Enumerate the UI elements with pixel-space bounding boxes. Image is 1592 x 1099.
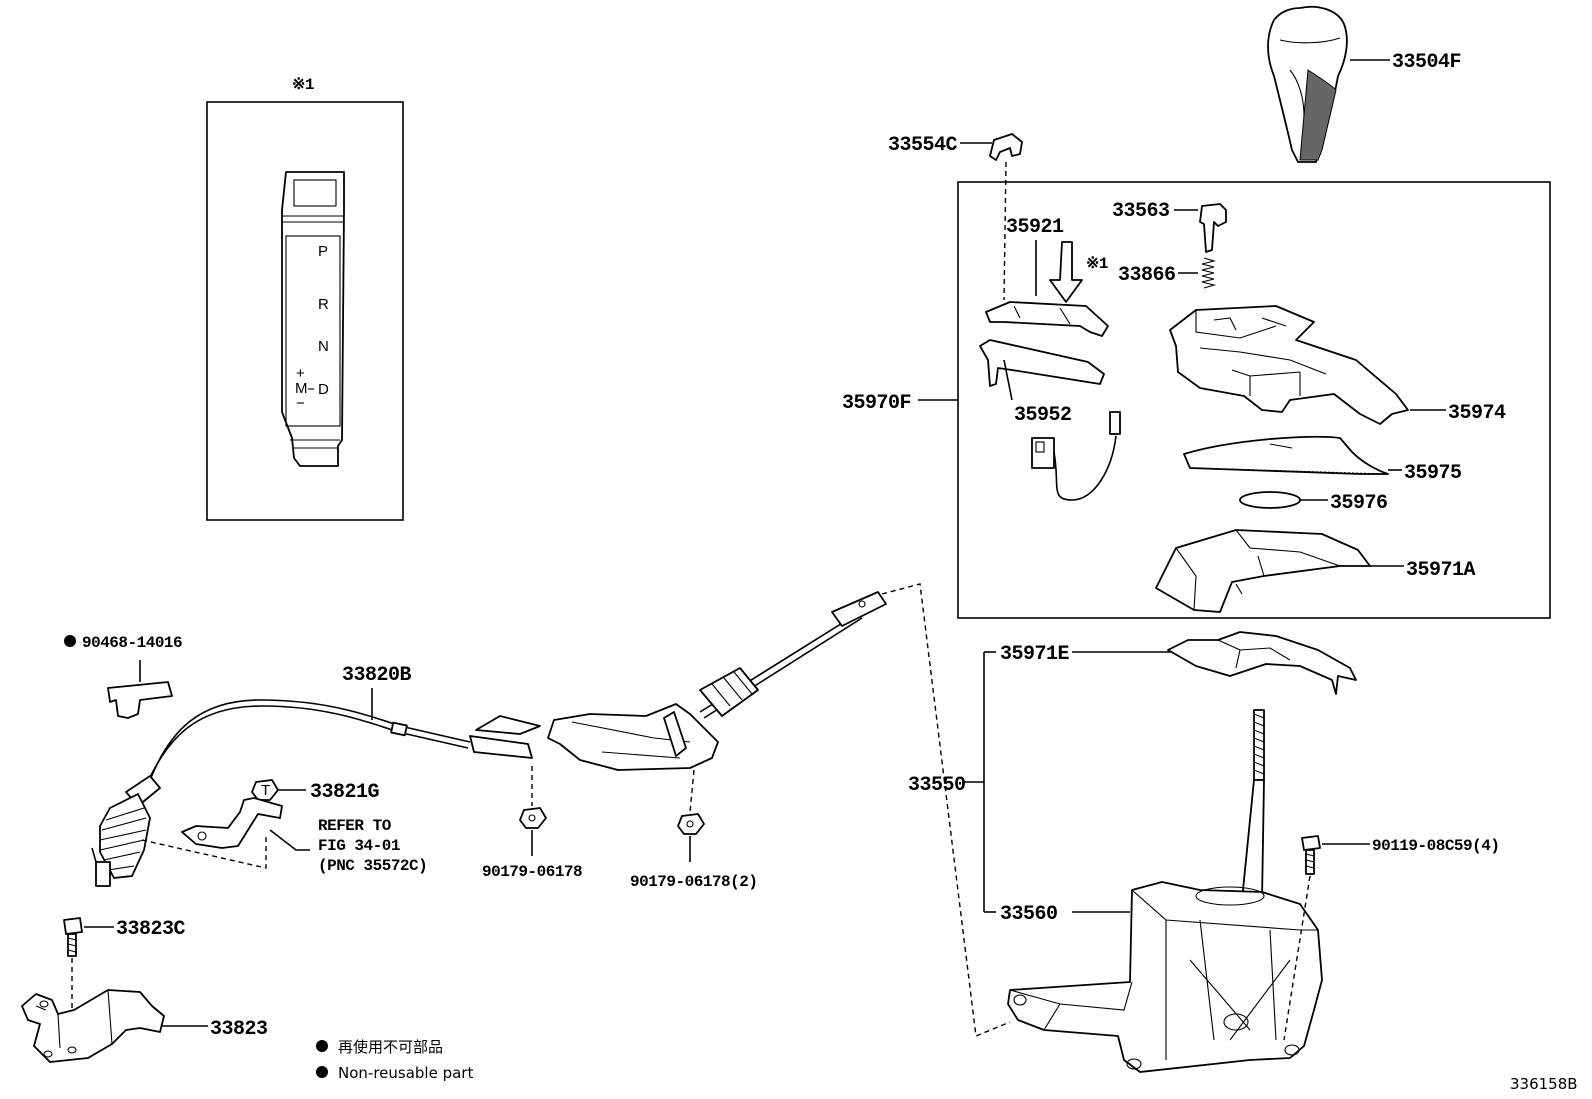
bolt-33823C [63,917,83,957]
bolt-90119 [1301,835,1321,875]
cable-33820B [91,699,541,887]
label-35974: 35974 [1448,402,1506,425]
dash-cable-to-base [881,583,1011,1037]
indicator-plate-35921 [985,301,1109,337]
cover-35971E [1167,631,1357,695]
gate-p: P [318,243,328,260]
figure-id: 336158B [1510,1075,1578,1093]
nut-90179-a [519,807,547,829]
label-33821G: 33821G [310,781,380,804]
refer-line-3: (PNC 35572C) [318,857,427,875]
dash-90119 [1283,875,1311,1041]
label-33560: 33560 [1000,903,1058,926]
label-35921: 35921 [1006,216,1064,239]
spring-33866 [1201,257,1217,289]
label-35976: 35976 [1330,492,1388,515]
cover-35975 [1183,435,1389,475]
label-35975: 35975 [1404,462,1462,485]
dash-90179-b [689,769,695,813]
wire-harness [1031,411,1121,501]
cable-end-rod [699,591,887,719]
legend-dot-jp [316,1040,328,1052]
cover-35971A [1155,529,1371,613]
label-33820B: 33820B [342,664,412,687]
legend-jp: 再使用不可部品 [338,1038,443,1056]
label-90179-a: 90179-06178 [482,863,582,881]
arrow-ref-mark: ※1 [1086,255,1108,273]
refer-line-2: FIG 34-01 [318,837,400,855]
label-90119: 90119-08C59(4) [1372,837,1499,855]
shift-knob-33504F [1267,5,1348,163]
dash-refer [141,834,267,869]
plate-35952 [979,339,1105,387]
label-33504F: 33504F [1392,51,1461,74]
gate-d: D [318,381,329,398]
label-35970F: 35970F [842,392,911,415]
label-35952: 35952 [1014,404,1072,427]
shift-gate-plate [281,171,345,467]
indicator-arrow [1049,241,1083,303]
leader-refer [269,829,310,851]
button-33563 [1199,203,1227,253]
gate-plus: + [296,365,305,382]
gate-n: N [318,338,329,355]
label-33550: 33550 [908,774,966,797]
label-33823C: 33823C [116,918,186,941]
label-35971E: 35971E [1000,643,1070,666]
legend-en: Non-reusable part [338,1064,473,1082]
inset-ref-mark: ※1 [292,76,314,94]
nut-33821G: T [251,779,279,801]
non-reusable-dot-90468 [64,635,76,647]
label-35971A: 35971A [1406,559,1476,582]
label-90179-b: 90179-06178(2) [630,873,757,891]
clip-33554C [989,133,1023,161]
gate-minus: − [296,395,305,412]
refer-line-1: REFER TO [318,817,392,835]
leader-35952 [1003,359,1013,401]
base-33560 [1007,881,1323,1073]
svg-text:T: T [261,782,270,799]
disc-35976 [1239,491,1301,509]
legend-dot-en [316,1066,328,1078]
label-33823: 33823 [210,1018,268,1041]
label-33866: 33866 [1118,264,1176,287]
bracket-33823 [21,989,165,1063]
label-33563: 33563 [1112,200,1170,223]
inset-frame [206,101,404,521]
shift-lever-rod [1241,709,1265,901]
refer-bracket [181,797,283,849]
gate-r: R [318,296,329,313]
label-90468: 90468-14016 [82,634,182,652]
label-33554C: 33554C [888,134,958,157]
clip-90468 [107,681,173,719]
cable-mount-bracket [547,703,719,771]
gate-m: M [295,380,308,397]
nut-90179-b [677,813,705,835]
housing-35974 [1169,305,1409,425]
